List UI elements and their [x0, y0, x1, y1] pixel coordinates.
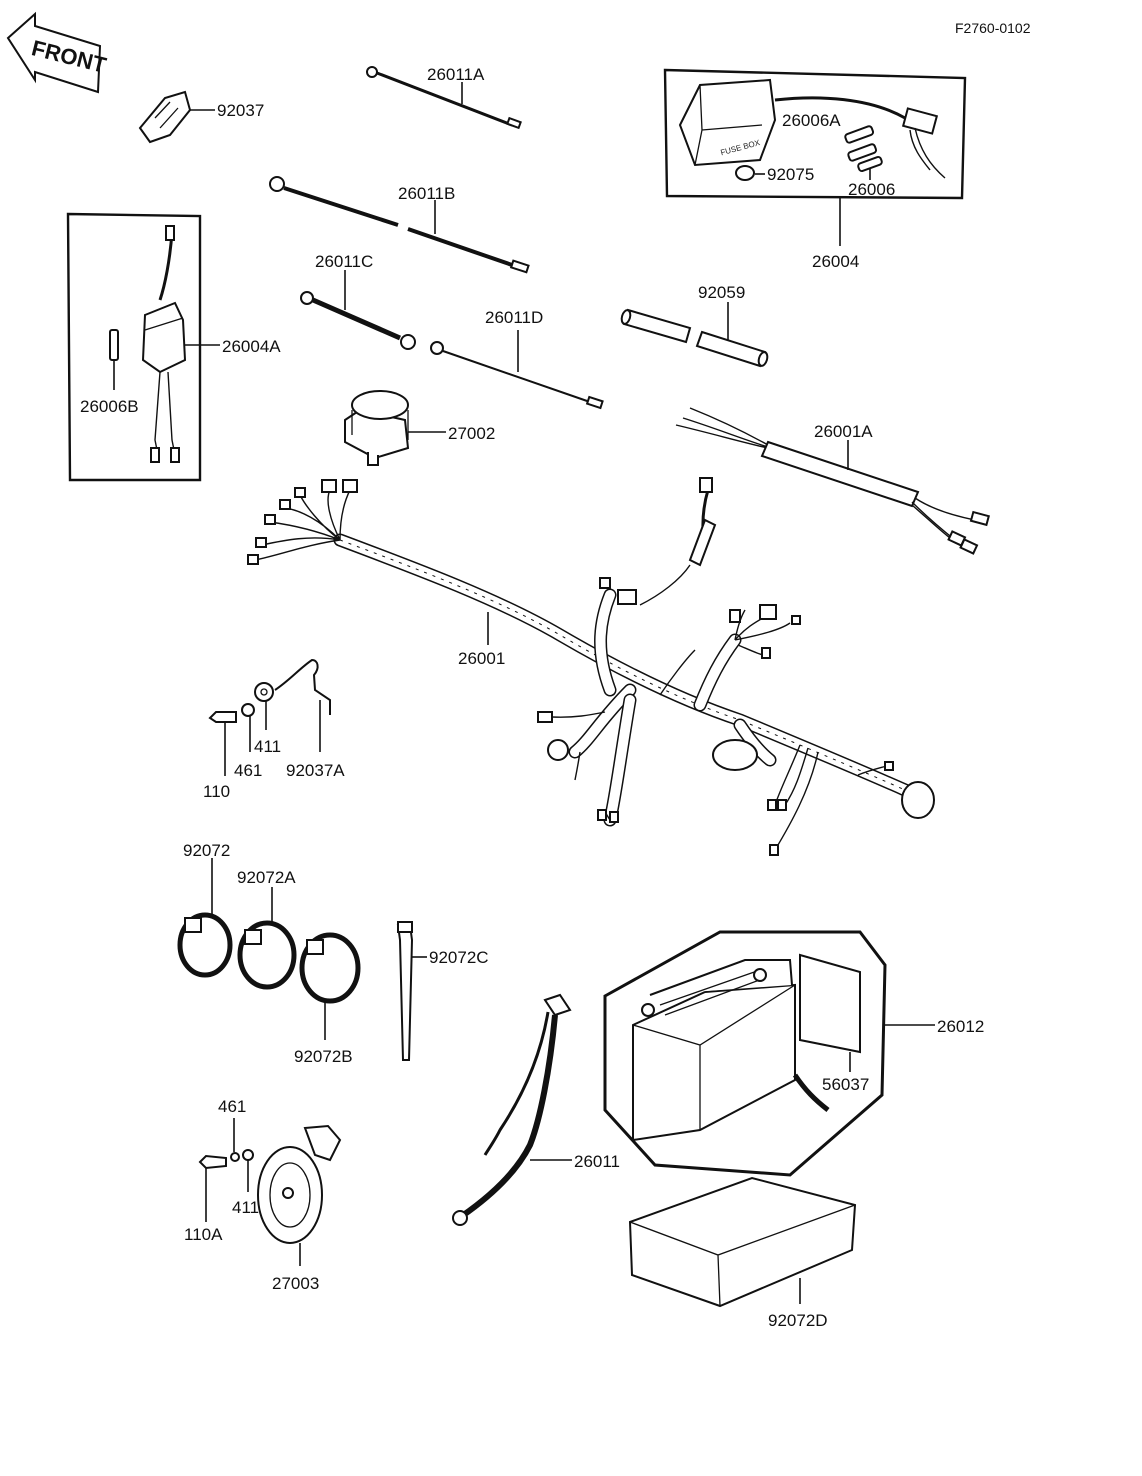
label-26011A: 26011A: [427, 65, 485, 84]
battery-cable-26011[interactable]: [452, 993, 572, 1226]
label-92072B: 92072B: [294, 1047, 353, 1066]
label-110: 110: [203, 782, 230, 801]
cable-26011D[interactable]: [430, 341, 604, 410]
label-92037A: 92037A: [286, 761, 345, 780]
label-26006A: 26006A: [782, 111, 841, 130]
cable-26011A[interactable]: [366, 66, 522, 130]
cable-26011C[interactable]: [300, 291, 416, 350]
label-26001: 26001: [458, 649, 505, 668]
label-411-bot: 411: [232, 1198, 259, 1217]
label-26001A: 26001A: [814, 422, 873, 441]
ground-bolt-110[interactable]: [208, 658, 331, 723]
label-26011D: 26011D: [485, 308, 543, 327]
clamp-92037[interactable]: [138, 90, 192, 144]
band-92072B[interactable]: [299, 932, 361, 1004]
label-411-top: 411: [254, 737, 281, 756]
label-110A: 110A: [184, 1225, 223, 1244]
main-harness-26001[interactable]: [247, 477, 935, 856]
label-26004: 26004: [812, 252, 859, 271]
cable-26011B[interactable]: [269, 176, 530, 274]
horn-27003[interactable]: [198, 1124, 342, 1244]
label-92072A: 92072A: [237, 868, 296, 887]
label-26011B: 26011B: [398, 184, 455, 203]
label-92037: 92037: [217, 101, 264, 120]
label-26006: 26006: [848, 180, 895, 199]
label-92072: 92072: [183, 841, 230, 860]
label-26011: 26011: [574, 1152, 620, 1171]
diagram-code: F2760-0102: [955, 20, 1031, 36]
label-26004A: 26004A: [222, 337, 281, 356]
relay-group-26004A[interactable]: [66, 212, 202, 482]
fuse-box-group-26004[interactable]: FUSE BOX: [663, 68, 967, 200]
cable-tie-92072C[interactable]: [396, 921, 414, 1061]
label-26012: 26012: [937, 1017, 984, 1036]
band-92072A[interactable]: [237, 920, 297, 990]
label-56037: 56037: [822, 1075, 869, 1094]
relay-27002[interactable]: [344, 390, 410, 466]
label-461-bot: 461: [218, 1097, 246, 1116]
sub-harness-26001A[interactable]: [675, 407, 990, 555]
label-27003: 27003: [272, 1274, 319, 1293]
label-92075: 92075: [767, 165, 814, 184]
label-27002: 27002: [448, 424, 495, 443]
label-26006B: 26006B: [80, 397, 139, 416]
battery-tray-92072D[interactable]: [628, 1176, 857, 1308]
battery-group-26012[interactable]: [603, 930, 887, 1177]
tube-92059[interactable]: [620, 308, 769, 368]
front-arrow-icon: FRONT: [6, 11, 109, 94]
label-26011C: 26011C: [315, 252, 373, 271]
label-92059: 92059: [698, 283, 745, 302]
label-92072C: 92072C: [429, 948, 489, 967]
label-92072D: 92072D: [768, 1311, 828, 1330]
band-92072[interactable]: [177, 912, 233, 978]
label-461-top: 461: [234, 761, 262, 780]
